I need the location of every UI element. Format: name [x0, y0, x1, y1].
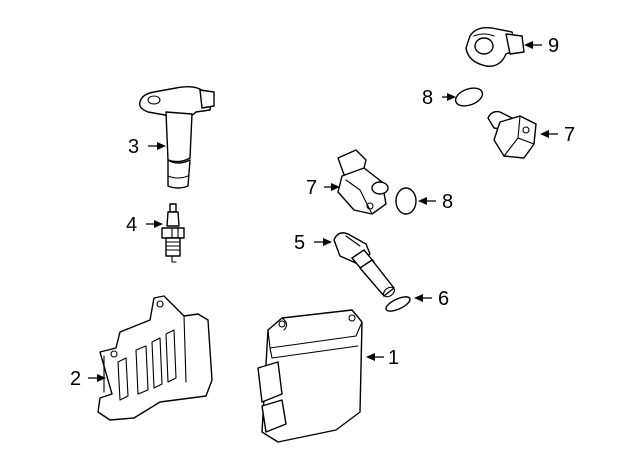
callout-3: 3	[128, 136, 139, 158]
part-4-spark-plug	[161, 203, 185, 263]
callout-4: 4	[126, 214, 137, 236]
callout-2: 2	[70, 368, 81, 390]
part-3-ignition-coil	[138, 85, 215, 189]
callout-7-right: 7	[564, 124, 575, 146]
callout-leaders	[88, 41, 558, 382]
callout-5: 5	[294, 232, 305, 254]
callout-labels: 9 8 7 3 7 8 4 5 6 1 2	[70, 35, 575, 390]
callout-1: 1	[388, 347, 399, 369]
callout-9: 9	[548, 35, 559, 57]
callout-8-middle: 8	[442, 191, 453, 213]
part-7-sensor-left	[337, 149, 389, 215]
part-9-knock-sensor	[465, 26, 525, 67]
part-7-sensor-right	[487, 110, 537, 159]
part-8-o-ring-middle	[395, 187, 417, 215]
callout-6: 6	[438, 288, 449, 310]
part-5-crank-sensor	[333, 232, 395, 298]
part-1-control-module	[257, 309, 363, 443]
callout-8-upper: 8	[422, 87, 433, 109]
part-8-o-ring-upper	[454, 87, 484, 107]
callout-7-left: 7	[306, 177, 317, 199]
part-2-bracket	[97, 295, 213, 421]
part-6-o-ring	[385, 296, 411, 312]
